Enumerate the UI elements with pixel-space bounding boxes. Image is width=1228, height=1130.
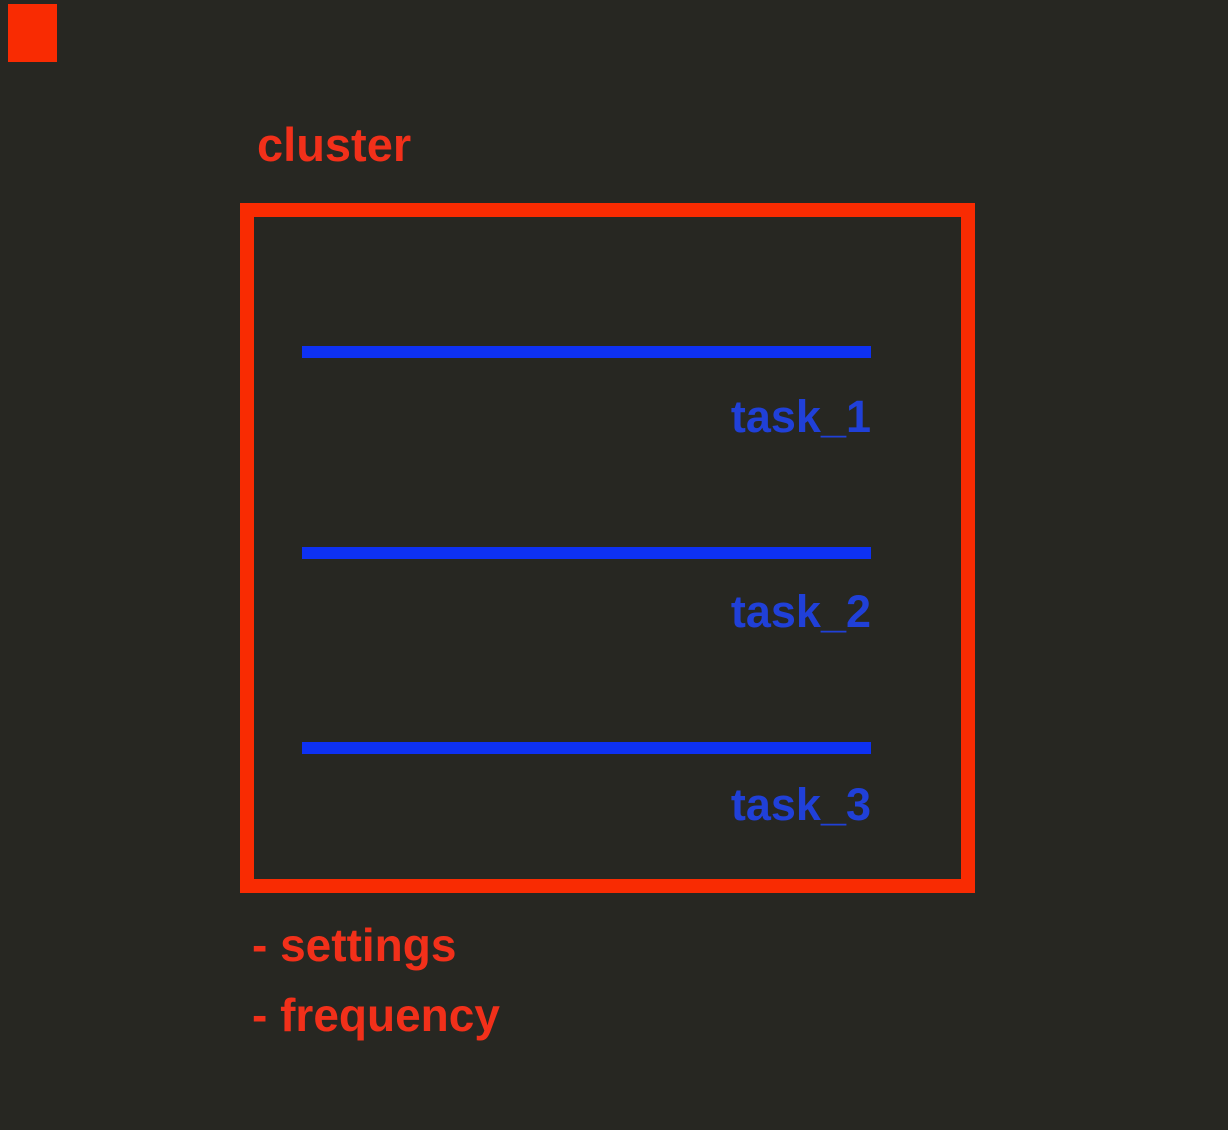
cluster-boundary-box	[240, 203, 975, 893]
note-settings: - settings	[252, 919, 457, 971]
task-1-label: task_1	[730, 391, 871, 442]
note-frequency: - frequency	[252, 989, 500, 1041]
red-marker	[8, 4, 57, 62]
task-2-line	[302, 547, 871, 559]
task-2-label: task_2	[730, 586, 871, 637]
task-3-label: task_3	[730, 779, 871, 830]
task-3-line	[302, 742, 871, 754]
task-1-line	[302, 346, 871, 358]
cluster-title: cluster	[257, 118, 412, 171]
